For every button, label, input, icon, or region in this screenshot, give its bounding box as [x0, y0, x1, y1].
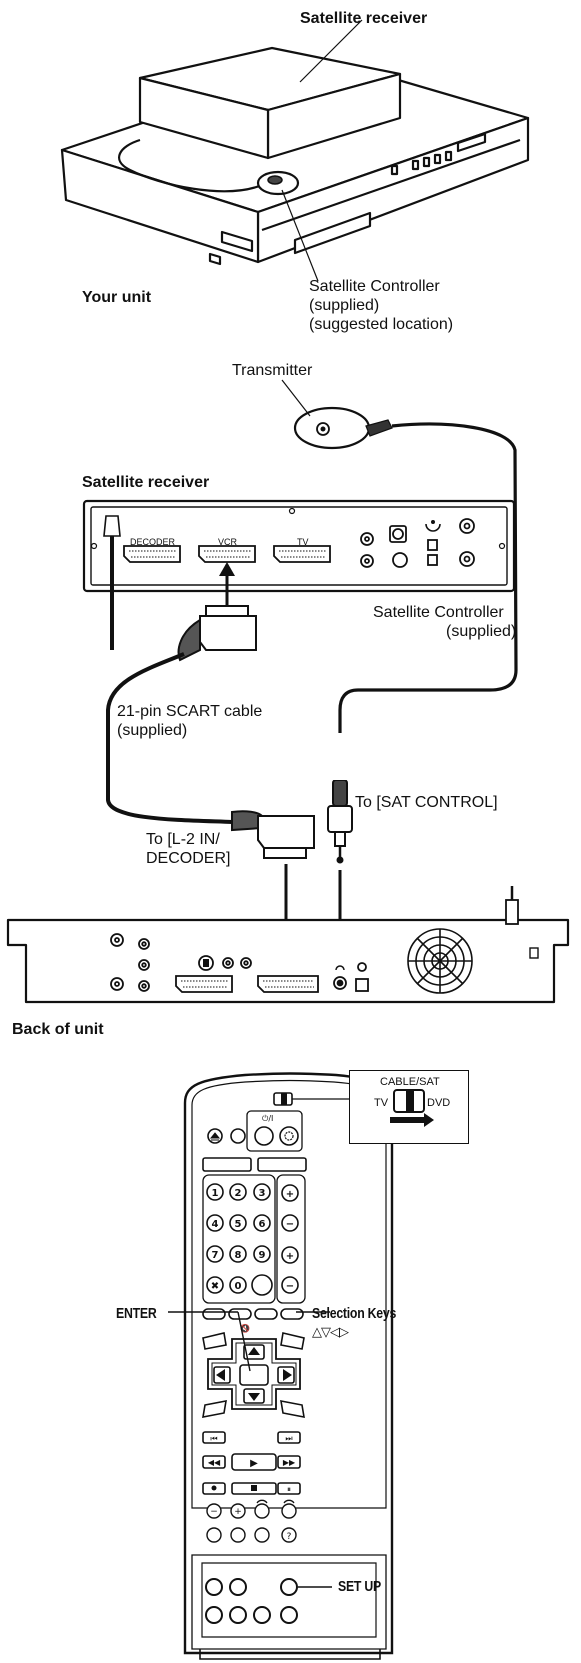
controller-label-line3: (suggested location): [309, 315, 453, 334]
selection-keys-symbols: △▽◁▷: [312, 1323, 348, 1342]
back-of-unit-label: Back of unit: [12, 1020, 104, 1039]
your-unit-label: Your unit: [82, 288, 151, 307]
controller-label-line2: (supplied): [309, 296, 379, 315]
svg-text:⏭: ⏭: [285, 1434, 292, 1443]
fan-grille-icon: [408, 929, 472, 993]
connection-diagram: [0, 350, 581, 790]
svg-text:▶: ▶: [250, 1458, 258, 1469]
svg-text:+: +: [286, 1251, 294, 1262]
scart-cable-label-line1: 21-pin SCART cable: [117, 702, 262, 721]
l2-in-label-line2: DECODER]: [146, 849, 230, 868]
receiver-back-label: Satellite receiver: [82, 473, 209, 492]
satellite-controller-icon: [258, 172, 298, 194]
transmitter-label: Transmitter: [232, 361, 312, 380]
svg-text:4: 4: [212, 1219, 219, 1230]
svg-text:2: 2: [235, 1188, 242, 1199]
scart-plug-lower: [232, 811, 314, 858]
switch-tv-label: TV: [374, 1094, 388, 1113]
svg-text:1: 1: [212, 1188, 219, 1199]
enter-label: ENTER: [116, 1304, 156, 1323]
svg-text:9: 9: [259, 1250, 266, 1261]
enter-key: [240, 1365, 268, 1385]
svg-text:−: −: [286, 1219, 294, 1230]
selection-keys-label: Selection Keys: [312, 1304, 396, 1323]
controller-cable-label-line1: Satellite Controller: [373, 603, 504, 622]
svg-text:◀◀: ◀◀: [208, 1458, 221, 1467]
controller-cable-label-line2: (supplied): [446, 622, 516, 641]
transmitter-icon: [295, 408, 392, 448]
switch-callout: CABLE/SAT TV DVD: [349, 1070, 469, 1144]
svg-text:+: +: [286, 1189, 294, 1200]
svg-text:⏻/I: ⏻/I: [262, 1114, 273, 1123]
svg-text:?: ?: [287, 1532, 292, 1542]
svg-text:6: 6: [259, 1219, 266, 1230]
svg-text:8: 8: [235, 1250, 242, 1261]
svg-text:✖: ✖: [211, 1281, 219, 1292]
svg-text:7: 7: [212, 1250, 219, 1261]
svg-text:−: −: [210, 1507, 218, 1517]
svg-text:▶▶: ▶▶: [283, 1458, 296, 1467]
sat-control-label: To [SAT CONTROL]: [355, 793, 498, 812]
svg-text:+: +: [234, 1507, 242, 1517]
scart-plug-upper: [179, 606, 256, 660]
controller-label-line1: Satellite Controller: [309, 277, 440, 296]
l2-in-label-line1: To [L-2 IN/: [146, 830, 220, 849]
switch-dvd-label: DVD: [427, 1094, 450, 1113]
setup-label: SET UP: [338, 1577, 381, 1596]
satellite-receiver-label: Satellite receiver: [300, 9, 427, 28]
svg-text:⏮: ⏮: [210, 1434, 217, 1443]
scart-l2-socket: [258, 976, 318, 992]
scart-l1-socket: [176, 976, 232, 992]
port-tv-label: TV: [297, 533, 309, 552]
switch-title: CABLE/SAT: [380, 1073, 440, 1092]
svg-text:⏸: ⏸: [287, 1485, 291, 1494]
scart-cable-label-line2: (supplied): [117, 721, 187, 740]
svg-text:3: 3: [259, 1188, 266, 1199]
port-decoder-label: DECODER: [130, 533, 175, 552]
sat-control-plug: [328, 780, 352, 863]
svg-text:−: −: [286, 1281, 294, 1292]
svg-text:5: 5: [235, 1219, 242, 1230]
port-vcr-label: VCR: [218, 533, 237, 552]
svg-text:0: 0: [235, 1281, 242, 1292]
